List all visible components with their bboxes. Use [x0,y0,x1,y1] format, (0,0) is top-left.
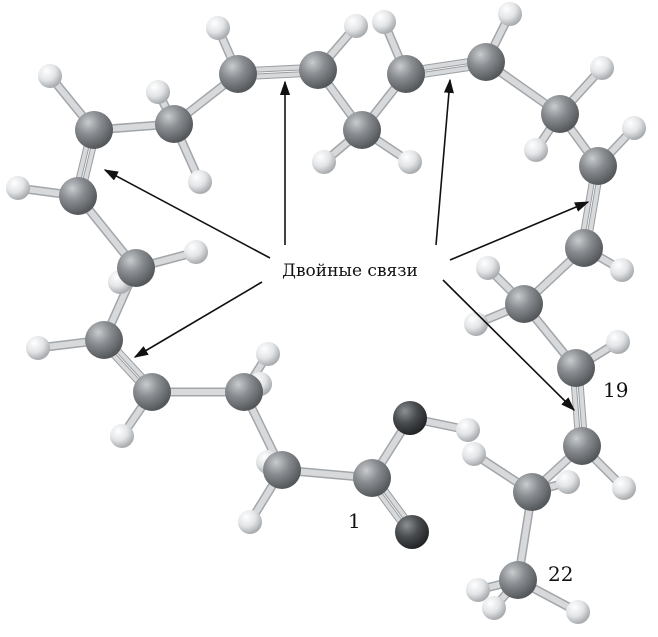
double-bond-arrows [103,78,590,412]
carbon-atom [117,249,155,287]
hydrogen-atom [590,56,614,80]
carbon-atom [299,51,337,89]
carbon-atom [59,177,97,215]
hydrogen-atom [524,138,548,162]
arrow-to-bond-left-upper [103,169,271,259]
hydrogen-atom [612,476,636,500]
carbon-atom [353,459,391,497]
carbon-22-label: 22 [548,562,573,586]
hydrogen-atom [26,336,50,360]
carbon-atom [579,147,617,185]
carbon-atom [557,349,595,387]
carbon-atom [387,55,425,93]
carbon-19-label: 19 [603,378,628,402]
oxygen-atom [393,401,427,435]
hydrogen-atom [312,150,336,174]
carbon-atom [505,285,543,323]
carbon-1-label: 1 [348,509,361,533]
carbon-atom [155,105,193,143]
arrow-to-bond-top-right [435,78,454,246]
arrow-to-bond-right-lower [442,279,576,412]
hydrogen-atom [456,418,480,442]
hydrogen-atom [622,116,646,140]
arrow-to-bond-right-upper [449,201,590,261]
carbon-atom [513,473,551,511]
carbon-atom [467,43,505,81]
carbon-atom [499,561,537,599]
carbon-atom [263,451,301,489]
hydrogen-atom [6,176,30,200]
hydrogen-atom [146,80,170,104]
double-bonds-label: Двойные связи [282,261,418,281]
hydrogen-atom [610,258,634,282]
carbon-atom [133,373,171,411]
carbon-atom [343,111,381,149]
hydrogen-atom [206,16,230,40]
hydrogen-atom [464,312,488,336]
hydrogen-atom [188,170,212,194]
carbon-atom [541,95,579,133]
oxygen-atom [395,515,429,549]
hydrogen-atom [110,424,134,448]
hydrogen-atom [498,2,522,26]
bonds-layer [13,9,639,617]
hydrogen-atom [398,150,422,174]
hydrogen-atom [372,10,396,34]
hydrogen-atom [556,470,580,494]
arrow-to-bond-left-lower [133,281,263,358]
hydrogen-atom [466,578,490,602]
carbon-atom [225,373,263,411]
hydrogen-atom [462,442,486,466]
atoms-layer [6,2,646,624]
hydrogen-atom [38,64,62,88]
hydrogen-atom [184,240,208,264]
carbon-atom [563,427,601,465]
carbon-atom [75,111,113,149]
carbon-atom [219,55,257,93]
hydrogen-atom [476,256,500,280]
carbon-atom [85,321,123,359]
hydrogen-atom [566,600,590,624]
hydrogen-atom [344,14,368,38]
carbon-atom [565,229,603,267]
hydrogen-atom [256,342,280,366]
hydrogen-atom [606,330,630,354]
hydrogen-atom [482,596,506,620]
hydrogen-atom [238,510,262,534]
